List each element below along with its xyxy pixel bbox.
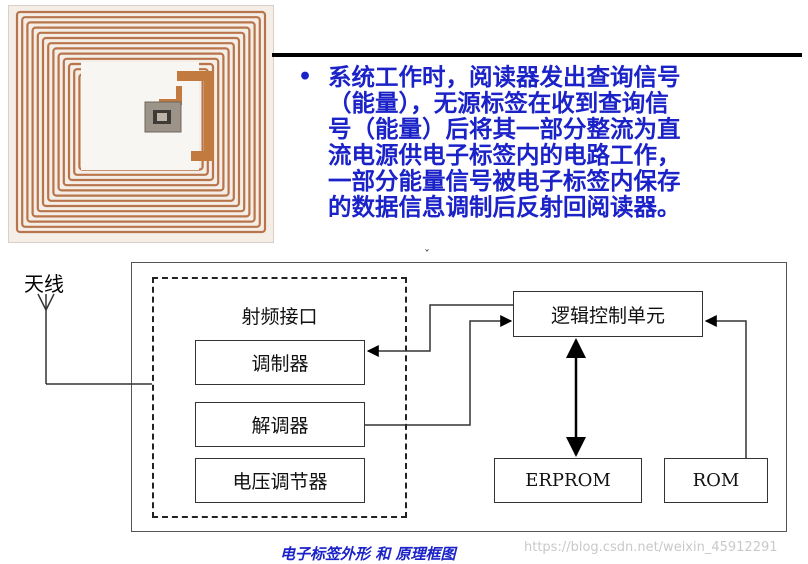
voltage-regulator-box: 电压调节器	[195, 458, 365, 503]
rf-interface-frame	[152, 277, 407, 518]
rom-box: ROM	[664, 458, 768, 503]
logic-control-box: 逻辑控制单元	[513, 291, 703, 337]
rfid-coil-image	[9, 6, 273, 242]
erprom-label: ERPROM	[525, 470, 611, 491]
coil-turn	[52, 47, 230, 197]
rf-interface-title: 射频接口	[241, 306, 318, 328]
coil-turn	[15, 10, 267, 234]
erprom-box: ERPROM	[494, 458, 642, 503]
demodulator-box: 解调器	[195, 402, 365, 447]
rfid-tag-photo	[8, 5, 274, 243]
coil-turn	[26, 21, 256, 223]
header-divider	[272, 53, 802, 57]
coil-turn	[31, 26, 251, 218]
modulator-link	[366, 304, 513, 357]
watermark: https://blog.csdn.net/weixin_45912291	[524, 540, 778, 555]
demodulator-label: 解调器	[251, 415, 309, 437]
antenna-label: 天线	[24, 272, 64, 296]
rom-label: ROM	[692, 470, 740, 491]
modulator-label: 调制器	[251, 353, 309, 375]
rom-logic-link	[704, 315, 747, 458]
voltage-regulator-label: 电压调节器	[232, 471, 328, 493]
coil-turn	[57, 52, 225, 192]
coil-turn	[47, 42, 235, 202]
antenna-icon	[37, 293, 55, 384]
coil-turn	[41, 36, 241, 208]
figure-caption: 电子标签外形 和 原理框图	[280, 545, 456, 563]
description-bullet: • 系统工作时，阅读器发出查询信号 （能量），无源标签在收到查询信 号（能量）后…	[298, 64, 788, 220]
bullet-dot: •	[298, 64, 313, 90]
modulator-box: 调制器	[195, 340, 365, 385]
tag-frame	[131, 262, 787, 532]
demodulator-link	[365, 315, 513, 426]
mid-mark: ˇ	[424, 248, 430, 262]
coil-turn	[36, 31, 246, 213]
coil-turn	[62, 57, 220, 187]
coil-turn	[21, 16, 261, 228]
description-text: 系统工作时，阅读器发出查询信号 （能量），无源标签在收到查询信 号（能量）后将其…	[328, 63, 681, 221]
logic-control-label: 逻辑控制单元	[550, 304, 665, 327]
